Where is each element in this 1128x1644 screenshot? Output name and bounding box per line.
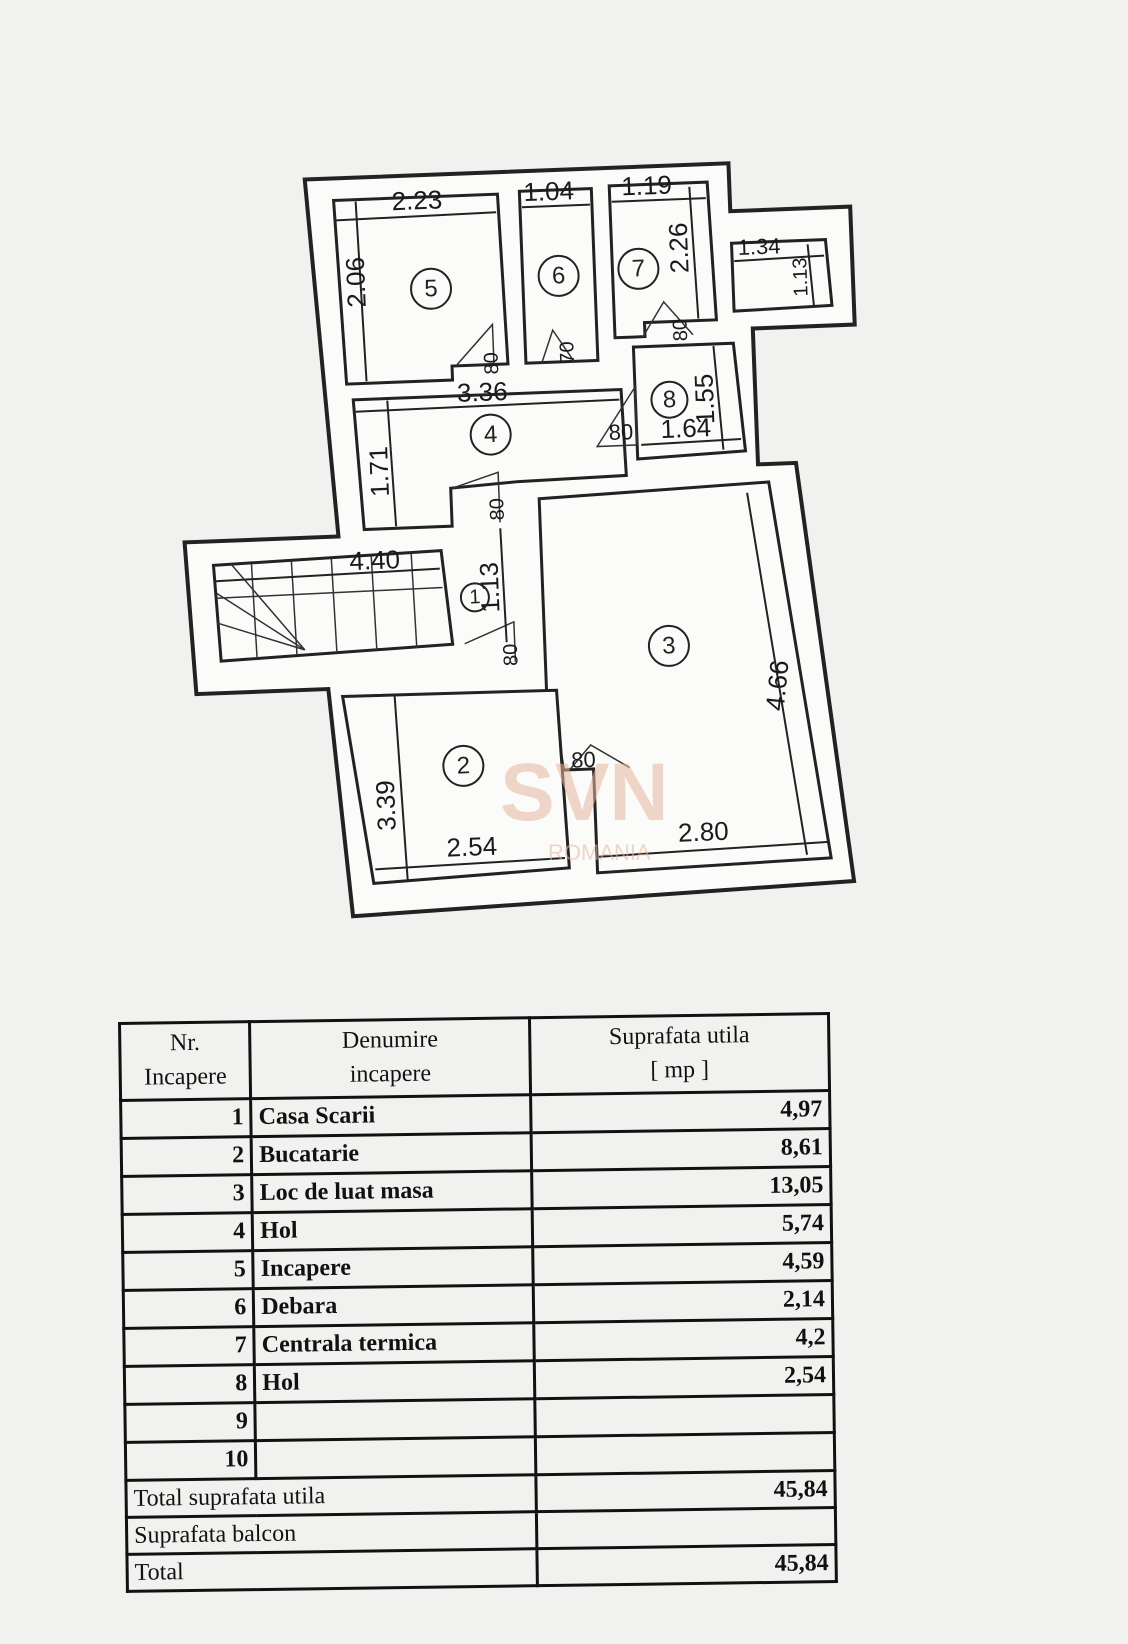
total-util-value: 45,84 bbox=[535, 1470, 836, 1512]
room-number-8: 8 bbox=[662, 386, 676, 413]
room-4-outline bbox=[351, 388, 628, 532]
door-width-1b: 80 bbox=[500, 643, 523, 666]
dim-4-66: 4.66 bbox=[760, 659, 795, 712]
door-width-6: 70 bbox=[556, 341, 579, 364]
room-number-5: 5 bbox=[424, 275, 438, 302]
room-number-3: 3 bbox=[662, 632, 676, 659]
total-util-label: Total suprafata utila bbox=[125, 1474, 537, 1518]
dim-4-40: 4.40 bbox=[349, 544, 401, 576]
balcon-label: Suprafata balcon bbox=[126, 1511, 537, 1555]
room-7-outline bbox=[607, 180, 719, 340]
door-width-3: 80 bbox=[571, 747, 596, 773]
dim-3-39: 3.39 bbox=[370, 780, 402, 832]
dim-1-13: 1.13 bbox=[474, 562, 506, 614]
room-number-6: 6 bbox=[551, 262, 565, 289]
room-5-outline bbox=[331, 192, 510, 386]
door-swings bbox=[452, 300, 694, 771]
header-nr: Nr.Incapere bbox=[119, 1021, 251, 1101]
room-number-7: 7 bbox=[631, 255, 645, 282]
dim-2-06: 2.06 bbox=[340, 256, 372, 308]
room-number-4: 4 bbox=[483, 421, 497, 448]
header-suprafata: Suprafata utila[ mp ] bbox=[529, 1013, 830, 1095]
dim-1-71: 1.71 bbox=[363, 446, 395, 498]
watermark-brand: SVN bbox=[500, 747, 669, 838]
room-6-outline bbox=[517, 186, 600, 365]
door-width-1: 80 bbox=[486, 498, 509, 521]
room-number-1: 1 bbox=[469, 586, 481, 608]
dim-1-13-annex: 1.13 bbox=[789, 257, 812, 297]
total-label: Total bbox=[126, 1548, 538, 1592]
door-width-5: 80 bbox=[481, 352, 504, 375]
dimension-lines bbox=[216, 186, 829, 881]
floor-plan: 2.23 2.06 1.04 1.19 2.26 1.34 1.13 3.36 … bbox=[182, 161, 857, 919]
dim-2-23: 2.23 bbox=[391, 184, 443, 216]
dim-1-04: 1.04 bbox=[523, 175, 575, 207]
dim-1-19: 1.19 bbox=[621, 169, 673, 201]
door-width-7: 80 bbox=[669, 319, 692, 342]
dim-3-36: 3.36 bbox=[456, 376, 508, 408]
balcon-value bbox=[536, 1507, 836, 1549]
room-number-2: 2 bbox=[456, 752, 470, 779]
dim-1-55: 1.55 bbox=[689, 373, 721, 425]
total-value: 45,84 bbox=[536, 1544, 837, 1586]
dim-2-80: 2.80 bbox=[678, 816, 730, 848]
dim-2-54: 2.54 bbox=[446, 831, 498, 863]
room-2-outline bbox=[340, 688, 571, 886]
door-width-8: 80 bbox=[608, 419, 633, 445]
watermark-sub: ROMANIA bbox=[548, 840, 651, 865]
dim-2-26: 2.26 bbox=[663, 222, 695, 274]
dim-1-34: 1.34 bbox=[737, 233, 781, 260]
